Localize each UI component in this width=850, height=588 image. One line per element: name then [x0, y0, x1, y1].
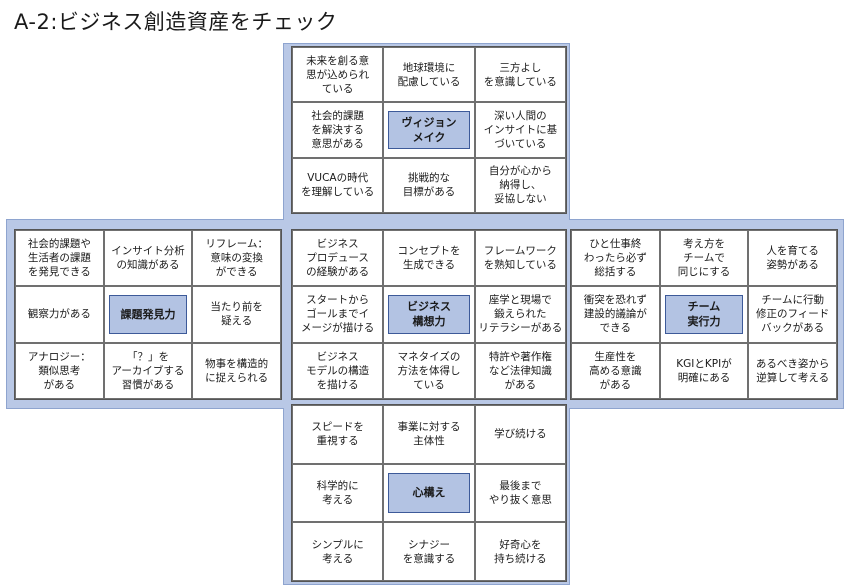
- left-cell-6: アナロジー： 類似思考 がある: [15, 342, 104, 399]
- top-center-label: ヴィジョン メイク: [388, 111, 470, 149]
- top-cell-3: 社会的課題 を解決する 意思がある: [292, 102, 384, 158]
- left-cell-5: 当たり前を 疑える: [192, 286, 281, 343]
- middle-center-cell: ビジネス 構想力: [383, 286, 475, 343]
- left-grid: 社会的課題や 生活者の課題 を発見できるインサイト分析 の知識があるリフレーム：…: [14, 229, 282, 400]
- bottom-cell-1: 事業に対する 主体性: [383, 405, 475, 464]
- middle-cell-3: スタートから ゴールまでイ メージが描ける: [292, 286, 384, 343]
- middle-grid: ビジネス プロデュース の経験があるコンセプトを 生成できるフレームワーク を熟…: [291, 229, 567, 400]
- top-cell-5: 深い人間の インサイトに基 づいている: [474, 102, 566, 158]
- bottom-cell-6: シンプルに 考える: [292, 522, 384, 581]
- right-cell-7: KGIとKPIが 明確にある: [659, 342, 749, 399]
- top-cell-7: 挑戦的な 目標がある: [383, 157, 475, 213]
- bottom-cell-0: スピードを 重視する: [292, 405, 384, 464]
- middle-cell-5: 座学と現場で 鍛えられた リテラシーがある: [474, 286, 566, 343]
- right-center-cell: チーム 実行力: [659, 286, 749, 343]
- bottom-cell-2: 学び続ける: [474, 405, 566, 464]
- page-title: A-2:ビジネス創造資産をチェック: [14, 10, 338, 34]
- bottom-center-cell: 心構え: [383, 463, 475, 523]
- middle-cell-0: ビジネス プロデュース の経験がある: [292, 230, 384, 287]
- bottom-cell-3: 科学的に 考える: [292, 463, 384, 523]
- right-cell-1: 考え方を チームで 同じにする: [659, 230, 749, 287]
- left-cell-8: 物事を構造的 に捉えられる: [192, 342, 281, 399]
- top-center-cell: ヴィジョン メイク: [383, 102, 475, 158]
- top-cell-6: VUCAの時代 を理解している: [292, 157, 384, 213]
- middle-cell-8: 特許や著作権 など法律知識 がある: [474, 342, 566, 399]
- right-cell-3: 衝突を恐れず 建設的議論が できる: [571, 286, 660, 343]
- right-cell-6: 生産性を 高める意識 がある: [571, 342, 660, 399]
- middle-cell-6: ビジネス モデルの構造 を描ける: [292, 342, 384, 399]
- left-cell-3: 観察力がある: [15, 286, 104, 343]
- middle-center-label: ビジネス 構想力: [388, 295, 470, 334]
- right-cell-2: 人を育てる 姿勢がある: [748, 230, 837, 287]
- top-cell-2: 三方よし を意識している: [474, 47, 566, 103]
- bottom-grid: スピードを 重視する事業に対する 主体性学び続ける科学的に 考える心構え最後まで…: [291, 404, 567, 582]
- bottom-cell-5: 最後まで やり抜く意思: [474, 463, 566, 523]
- top-cell-1: 地球環境に 配慮している: [383, 47, 475, 103]
- right-grid: ひと仕事終 わったら必ず 総括する考え方を チームで 同じにする人を育てる 姿勢…: [570, 229, 838, 400]
- right-cell-8: あるべき姿から 逆算して考える: [748, 342, 837, 399]
- right-cell-0: ひと仕事終 わったら必ず 総括する: [571, 230, 660, 287]
- right-center-label: チーム 実行力: [664, 295, 744, 334]
- top-cell-0: 未来を創る意 思が込められ ている: [292, 47, 384, 103]
- left-cell-1: インサイト分析 の知識がある: [103, 230, 193, 287]
- bottom-cell-7: シナジー を意識する: [383, 522, 475, 581]
- left-center-cell: 課題発見力: [103, 286, 193, 343]
- left-cell-7: 「？」を アーカイブする 習慣がある: [103, 342, 193, 399]
- left-cell-0: 社会的課題や 生活者の課題 を発見できる: [15, 230, 104, 287]
- bottom-center-label: 心構え: [388, 472, 470, 514]
- left-center-label: 課題発見力: [108, 295, 188, 334]
- left-cell-2: リフレーム： 意味の変換 ができる: [192, 230, 281, 287]
- middle-cell-1: コンセプトを 生成できる: [383, 230, 475, 287]
- middle-cell-7: マネタイズの 方法を体得し ている: [383, 342, 475, 399]
- top-grid: 未来を創る意 思が込められ ている地球環境に 配慮している三方よし を意識してい…: [291, 46, 567, 214]
- middle-cell-2: フレームワーク を熟知している: [474, 230, 566, 287]
- right-cell-5: チームに行動 修正のフィード バックがある: [748, 286, 837, 343]
- bottom-cell-8: 好奇心を 持ち続ける: [474, 522, 566, 581]
- top-cell-8: 自分が心から 納得し、 妥協しない: [474, 157, 566, 213]
